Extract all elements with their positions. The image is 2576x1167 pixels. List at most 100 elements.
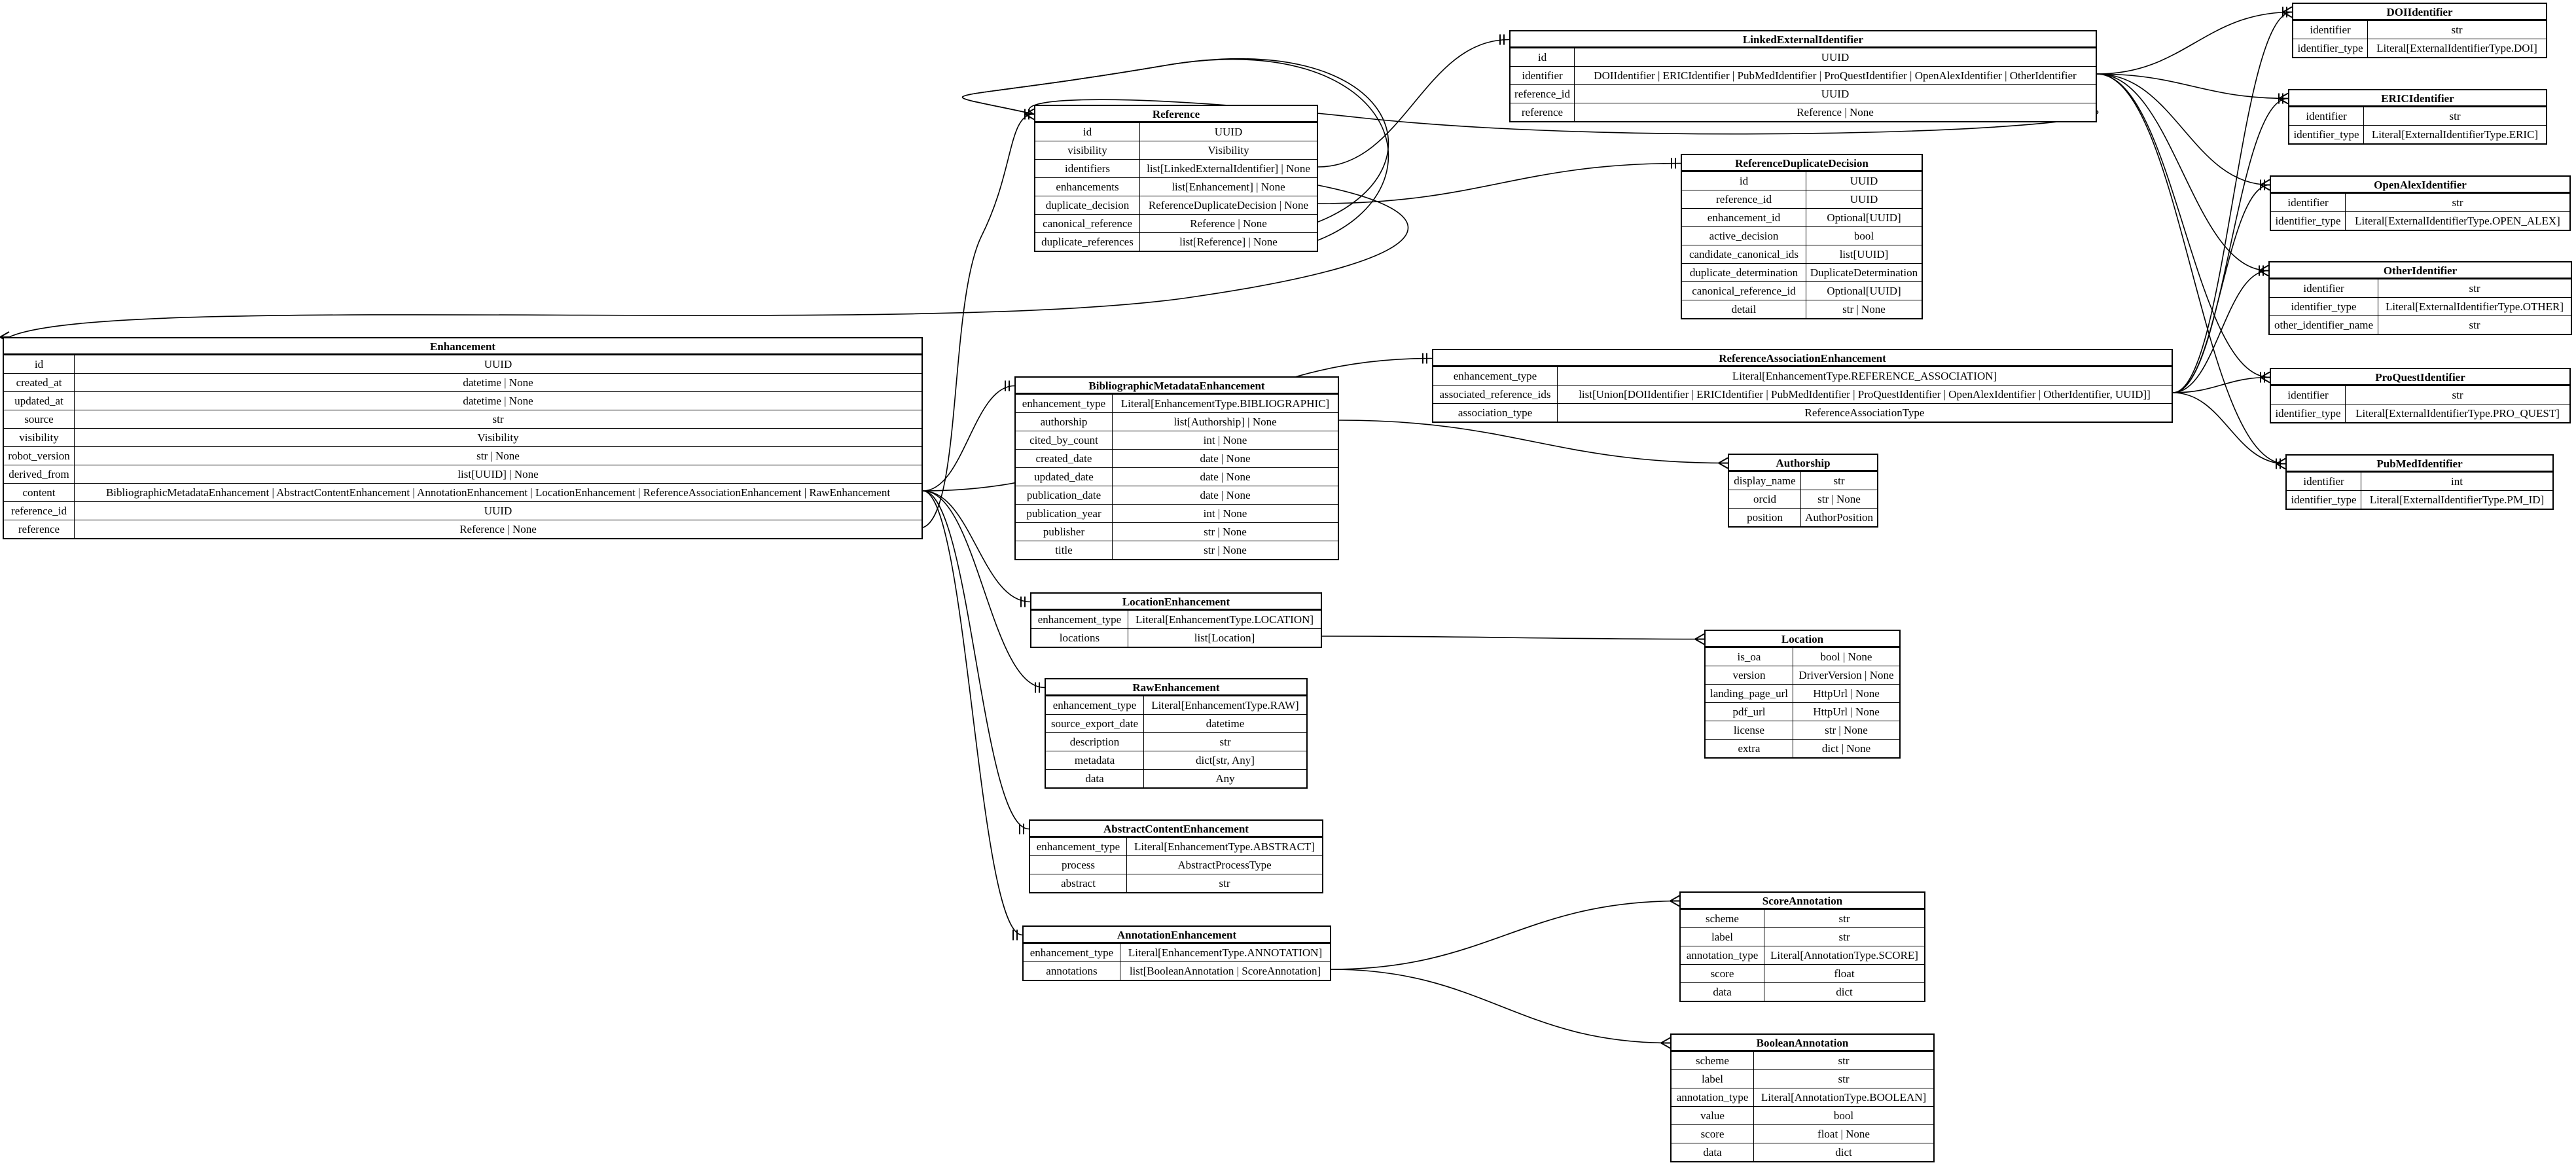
edge-reference-association-enhancement-open-alex-identifier: [2172, 184, 2270, 393]
field-type: str | None: [1842, 303, 1886, 315]
field-name: data: [1681, 983, 1764, 1001]
field-type: Reference | None: [1190, 217, 1267, 230]
field-type: int: [2451, 475, 2463, 488]
field-type: dict[str, Any]: [1196, 754, 1255, 766]
field-name: duplicate_determination: [1682, 264, 1806, 281]
entity-title: Reference: [1035, 106, 1317, 122]
field-name: identifier: [2293, 21, 2368, 39]
field-name: landing_page_url: [1706, 685, 1793, 702]
field-type: Reference | None: [1797, 106, 1874, 118]
field-type: str: [1219, 736, 1231, 748]
entity-title: ERICIdentifier: [2289, 90, 2546, 107]
field-type: str: [2469, 282, 2480, 295]
edge-linked-external-identifier-open-alex-identifier: [2096, 73, 2270, 186]
field-name: metadata: [1046, 751, 1144, 769]
field-type: str: [1838, 912, 1850, 925]
field-name: identifier_type: [2287, 491, 2361, 509]
field-name: association_type: [1433, 404, 1558, 422]
edge-reference-association-enhancement-other-identifier: [2172, 270, 2269, 393]
field-type: Visibility: [1208, 144, 1249, 156]
field-type: Optional[UUID]: [1827, 211, 1901, 224]
field-type: ReferenceAssociationType: [1804, 406, 1925, 419]
field-name: pdf_url: [1706, 703, 1793, 721]
edge-linked-external-identifier-other-identifier: [2096, 73, 2269, 272]
field-name: enhancement_id: [1682, 209, 1806, 226]
field-type: float: [1834, 967, 1855, 980]
edge-reference-association-enhancement-pro-quest-identifier: [2172, 376, 2270, 393]
field-name: identifiers: [1035, 160, 1140, 177]
field-row-enhancement-id: enhancement_id Optional[UUID]: [1682, 208, 1922, 226]
field-type: HttpUrl | None: [1813, 706, 1880, 718]
entity-title: RawEnhancement: [1046, 679, 1306, 696]
entity-title: AbstractContentEnhancement: [1030, 821, 1322, 837]
field-type: UUID: [484, 505, 512, 517]
field-type: str | None: [1204, 526, 1247, 538]
field-name: license: [1706, 721, 1793, 739]
edge-enhancement-reference-association-enhancement-end: [1422, 353, 1427, 364]
edge-enhancement-annotation-enhancement: [922, 490, 1023, 936]
field-type: UUID: [1821, 88, 1850, 100]
field-name: enhancement_type: [1031, 611, 1128, 628]
field-type: Literal[ExternalIdentifierType.PRO_QUEST…: [2355, 407, 2560, 420]
field-name: enhancement_type: [1016, 395, 1113, 412]
field-type: str: [2451, 24, 2463, 36]
field-type: str: [2449, 110, 2461, 122]
field-type: bool: [1833, 1109, 1854, 1122]
edge-bibliographic-metadata-enhancement-authorship: [1338, 420, 1728, 464]
edge-annotation-enhancement-score-annotation-end: [1670, 895, 1680, 907]
field-type: Any: [1215, 772, 1235, 785]
field-type: UUID: [1821, 51, 1850, 63]
edge-reference-association-enhancement-ericidentifier-end: [2278, 92, 2289, 105]
field-name: identifier_type: [2289, 126, 2364, 143]
entity-title: Location: [1706, 631, 1899, 647]
field-name: id: [4, 355, 75, 373]
entity-title: LinkedExternalIdentifier: [1511, 31, 2096, 48]
field-type: Literal[EnhancementType.ANNOTATION]: [1128, 946, 1323, 959]
field-name: candidate_canonical_ids: [1682, 245, 1806, 263]
field-type: list[LinkedExternalIdentifier] | None: [1147, 162, 1310, 175]
field-name: enhancement_type: [1433, 367, 1558, 385]
field-type: Reference | None: [459, 523, 537, 535]
field-type: AuthorPosition: [1805, 511, 1873, 524]
edge-linked-external-identifier-pub-med-identifier: [2096, 73, 2286, 465]
field-type: UUID: [484, 358, 512, 370]
field-type: UUID: [1850, 193, 1878, 206]
field-name: reference: [1511, 103, 1575, 121]
field-type: Optional[UUID]: [1827, 285, 1901, 297]
entity-title: DOIIdentifier: [2293, 4, 2546, 20]
field-name: scheme: [1672, 1052, 1754, 1069]
field-type: str | None: [1204, 544, 1247, 556]
field-name: enhancement_type: [1046, 696, 1144, 714]
entity-title: AnnotationEnhancement: [1024, 927, 1330, 943]
field-type: int | None: [1203, 507, 1247, 520]
